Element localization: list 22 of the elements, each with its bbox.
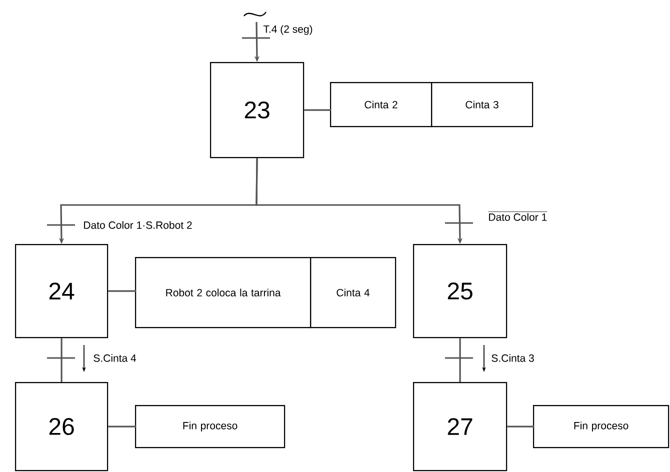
action-box: Cinta 2 xyxy=(330,82,432,128)
action-box: Fin proceso xyxy=(533,405,670,448)
step-box: 25 xyxy=(413,244,508,338)
step-box: 24 xyxy=(15,244,108,338)
action-box: Robot 2 coloca la tarrina xyxy=(135,257,312,328)
connector xyxy=(108,290,136,292)
transition-label: Dato Color 1 xyxy=(488,212,548,221)
connector xyxy=(304,109,332,111)
connector xyxy=(108,426,136,428)
connector xyxy=(459,338,461,382)
connector xyxy=(60,338,62,382)
transition-label: S.Cinta 4 xyxy=(94,354,136,362)
action-box: Cinta 3 xyxy=(431,82,534,128)
step-box: 23 xyxy=(210,62,304,158)
step-box: 27 xyxy=(413,382,508,472)
action-box: Fin proceso xyxy=(135,405,286,448)
transition-label: S.Cinta 3 xyxy=(492,354,534,362)
transition-label: Dato Color 1·S.Robot 2 xyxy=(84,221,192,229)
transition-label: T.4 (2 seg) xyxy=(263,25,312,35)
connector xyxy=(507,426,534,428)
action-box: Cinta 4 xyxy=(310,257,396,328)
step-box: 26 xyxy=(15,382,108,472)
